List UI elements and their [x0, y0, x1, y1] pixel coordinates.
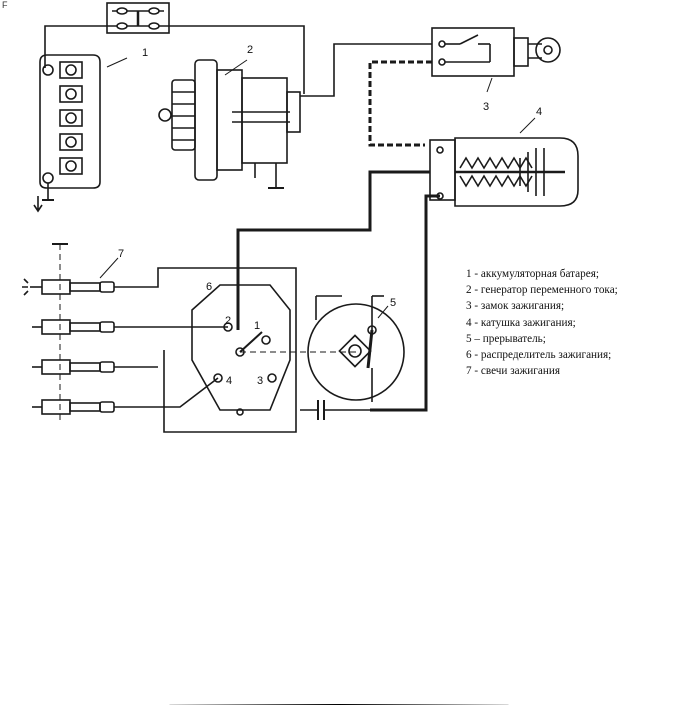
callout-1: 1 — [142, 47, 148, 59]
callout-6: 6 — [206, 281, 212, 293]
callout-7: 7 — [118, 248, 124, 260]
distributor-terminal-1: 1 — [254, 320, 260, 332]
legend: 1 - аккумуляторная батарея; 2 - генерато… — [466, 266, 618, 379]
callout-4: 4 — [536, 106, 542, 118]
ignition-coil — [429, 117, 579, 207]
ignition-switch — [431, 27, 561, 93]
callout-3: 3 — [483, 101, 489, 113]
distributor — [191, 284, 356, 416]
legend-item: 2 - генератор переменного тока; — [466, 284, 618, 297]
breaker — [300, 295, 405, 420]
bottom-rule — [169, 704, 509, 705]
distributor-terminal-4: 4 — [226, 375, 232, 387]
legend-item: 4 - катушка зажигания; — [466, 316, 576, 329]
callout-2: 2 — [247, 44, 253, 56]
corner-mark: F — [2, 0, 8, 10]
distributor-terminal-3: 3 — [257, 375, 263, 387]
legend-item: 7 - свечи зажигания — [466, 365, 560, 378]
legend-item: 1 - аккумуляторная батарея; — [466, 268, 599, 280]
distributor-terminal-2: 2 — [225, 315, 231, 327]
spark-plugs — [22, 243, 119, 420]
fuse-block — [106, 2, 170, 34]
battery — [33, 54, 128, 213]
alternator — [158, 59, 301, 189]
legend-item: 3 - замок зажигания; — [466, 300, 565, 313]
callout-5: 5 — [390, 297, 396, 309]
callout-labels: 1 2 3 4 5 6 7 1 2 3 4 — [118, 44, 542, 387]
legend-item: 5 – прерыватель; — [466, 332, 546, 345]
legend-item: 6 - распределитель зажигания; — [466, 349, 612, 362]
